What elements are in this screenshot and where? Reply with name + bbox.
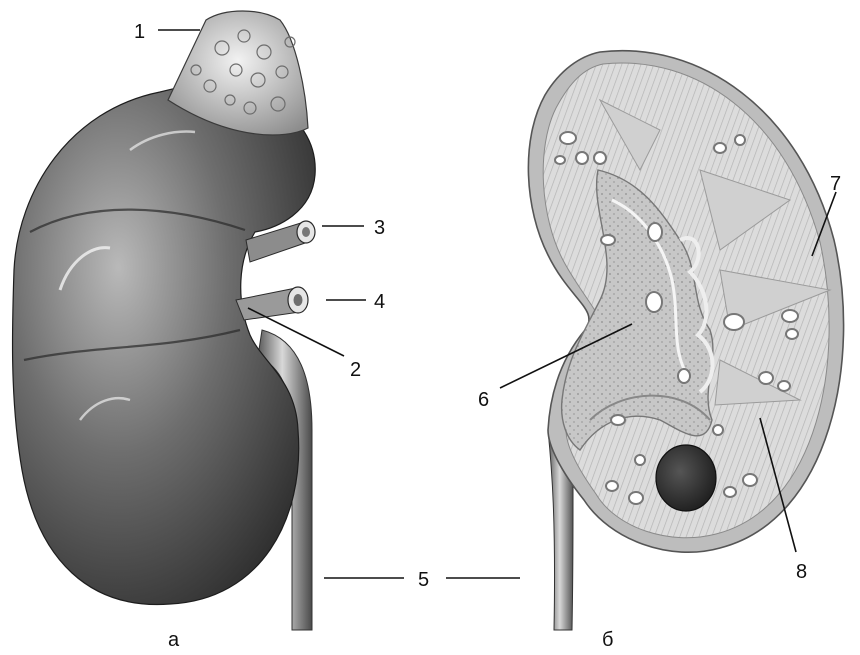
panel-label-a: а <box>168 629 180 651</box>
callout-label-3: 3 <box>374 217 385 239</box>
callout-label-1: 1 <box>134 21 145 43</box>
callout-label-5: 5 <box>418 569 429 591</box>
kidney-stone <box>656 445 716 511</box>
panel-label-b: б <box>602 629 613 651</box>
callout-label-7: 7 <box>830 173 841 195</box>
kidney-external-view <box>12 11 315 630</box>
callout-label-2: 2 <box>350 359 361 381</box>
renal-artery <box>236 287 308 320</box>
callout-label-6: 6 <box>478 389 489 411</box>
kidney-section-view <box>528 51 843 630</box>
callout-label-8: 8 <box>796 561 807 583</box>
callout-label-4: 4 <box>374 291 385 313</box>
